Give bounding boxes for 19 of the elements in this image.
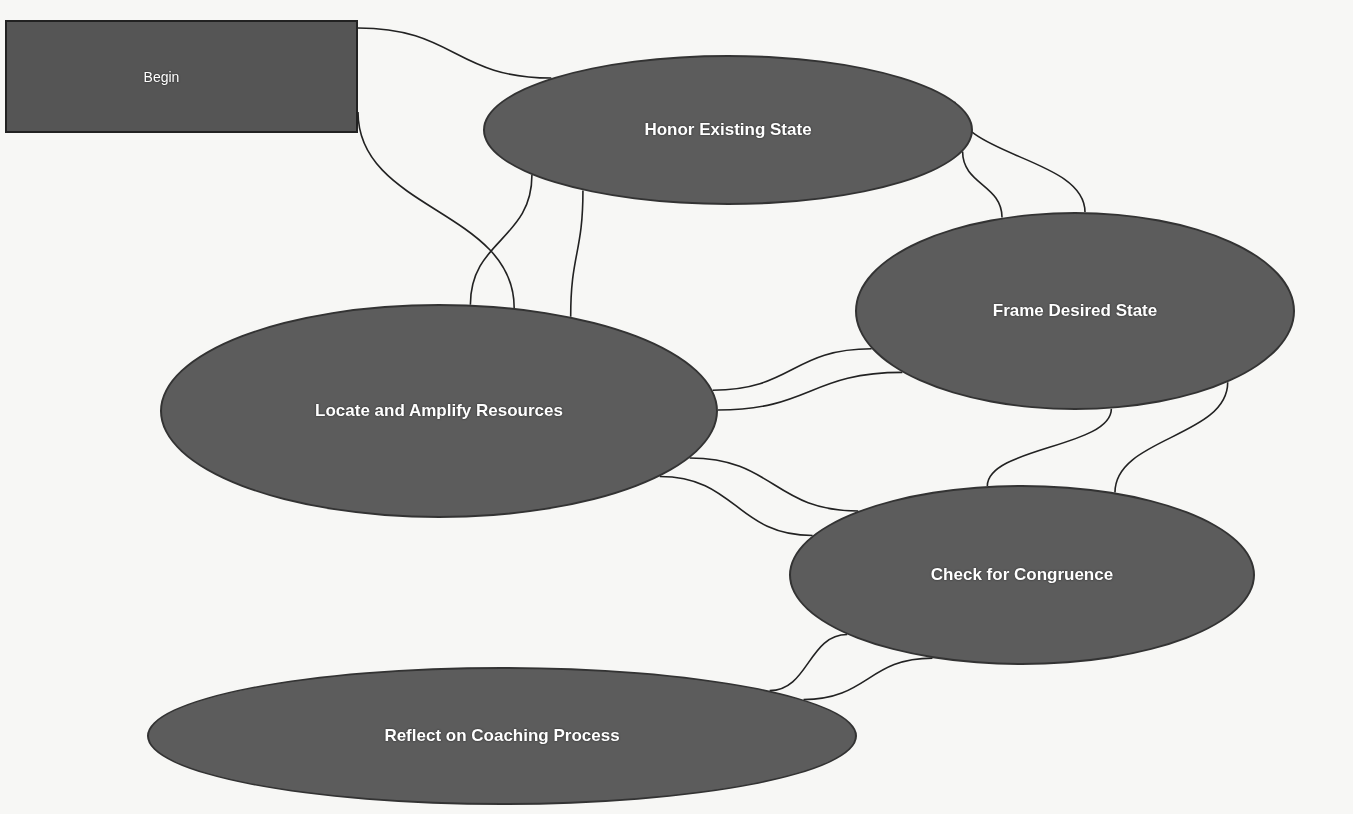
connector-line [469,174,533,306]
node-label: Check for Congruence [930,565,1114,585]
connector-line [1114,381,1229,494]
connector-line [802,657,934,701]
connector-line [688,457,859,512]
node-label: Reflect on Coaching Process [384,726,620,746]
node-label: Honor Existing State [644,120,812,140]
node-label: Frame Desired State [992,301,1158,321]
connector-line [768,633,849,692]
node-label: Begin [143,68,180,85]
connector-line [357,27,553,79]
connector-line [717,371,904,411]
connector-line [961,150,1003,219]
node-label: Locate and Amplify Resources [315,401,563,421]
connector-line [658,475,814,537]
connector-line [986,407,1113,487]
connector-line [711,347,873,391]
start-box [5,20,358,133]
connector-line [569,189,584,318]
